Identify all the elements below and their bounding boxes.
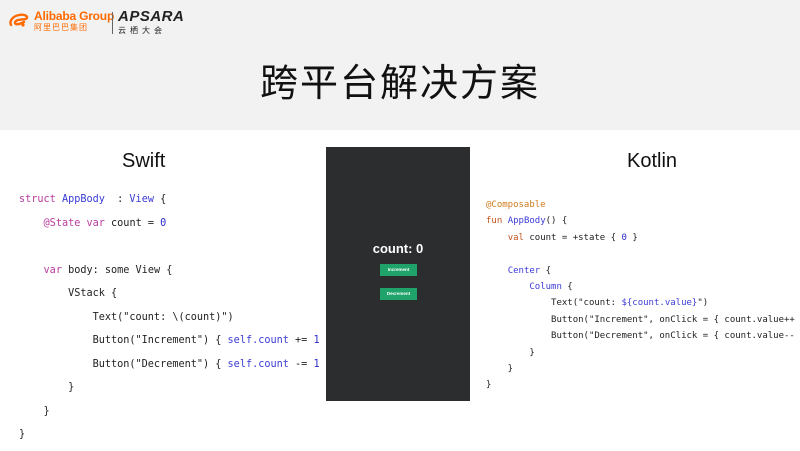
kotlin-heading: Kotlin — [627, 150, 678, 172]
kotlin-code-line: Button("Decrement", onClick = { count.va… — [486, 329, 800, 345]
swift-code-token: VStack { — [19, 288, 118, 299]
kotlin-code-token: AppBody — [507, 216, 546, 227]
kotlin-code-line: } — [486, 346, 800, 362]
kotlin-code-line: @Composable — [486, 198, 800, 214]
kotlin-code-token — [486, 233, 508, 243]
alibaba-logo-icon — [8, 10, 30, 32]
kotlin-code-token: () { — [545, 216, 568, 227]
kotlin-code-line: val count = +state { 0 } — [486, 231, 800, 247]
kotlin-code-line: Column { — [486, 280, 800, 296]
swift-code-line: @State var count = 0 — [19, 216, 332, 240]
kotlin-code-token: ${count.value} — [621, 298, 698, 309]
swift-code-token: self.count — [227, 358, 289, 370]
swift-code-line: Text("count: \(count)") — [19, 310, 332, 334]
swift-code-token: 1 — [313, 358, 320, 370]
kotlin-code-token: Button("Decrement", onClick = { count.va… — [486, 331, 800, 342]
kotlin-code-token: { — [561, 281, 573, 292]
swift-code-token — [19, 265, 44, 276]
kotlin-code-token: } — [486, 347, 535, 358]
swift-code-token: 1 — [313, 335, 320, 346]
kotlin-code-line: } — [486, 362, 800, 378]
swift-code-token: @State — [43, 217, 81, 229]
kotlin-code-token: Text("count: — [486, 298, 622, 309]
alibaba-group-logo: Alibaba Group 阿里巴巴集团 — [8, 10, 114, 32]
kotlin-code-token: 0 — [621, 232, 627, 243]
count-label: count: 0 — [372, 241, 424, 256]
swift-code-token: body: some View { — [61, 264, 173, 276]
kotlin-code-token: Button("Increment", onClick = { count.va… — [486, 314, 800, 325]
slide-header: Alibaba Group 阿里巴巴集团 APSARA 云栖大会 跨平台解决方案 — [0, 0, 800, 130]
kotlin-code-token: val — [507, 232, 524, 243]
swift-code-token: } — [19, 382, 75, 393]
swift-code-line: } — [19, 380, 332, 404]
swift-code-token: Button("Decrement") { — [19, 358, 228, 370]
decrement-button[interactable]: Decrement — [380, 288, 417, 300]
kotlin-code-line — [486, 247, 800, 263]
phone-preview: count: 0 Increment Decrement — [326, 147, 470, 401]
kotlin-code-token: ") — [697, 298, 709, 309]
swift-code-line: } — [19, 427, 332, 451]
swift-code-token: struct — [19, 194, 62, 205]
swift-code-token — [19, 218, 44, 229]
swift-code-line: struct AppBody : View { — [19, 192, 332, 216]
swift-code-token: View — [129, 194, 154, 205]
swift-code-line: VStack { — [19, 286, 332, 310]
kotlin-code-token: { — [540, 265, 552, 276]
swift-code-token: count = — [104, 217, 161, 229]
slide-title: 跨平台解决方案 — [259, 61, 540, 105]
kotlin-code-token: Column — [529, 281, 562, 292]
kotlin-code-token — [486, 282, 529, 292]
swift-code-token: Button("Increment") { — [19, 335, 228, 346]
kotlin-code-token: count = +state { — [523, 232, 622, 243]
kotlin-code-token: } — [626, 232, 638, 243]
swift-code-line: Button("Decrement") { self.count -= 1 } — [19, 357, 332, 381]
swift-code-line: } — [19, 404, 332, 428]
kotlin-code-block: @Composable fun AppBody() { val count = +… — [486, 198, 800, 395]
logo-divider — [112, 12, 113, 34]
kotlin-code-token: fun — [486, 216, 508, 227]
swift-code-line: var body: some View { — [19, 263, 332, 287]
kotlin-code-line: } — [486, 378, 800, 394]
kotlin-code-line: fun AppBody() { — [486, 214, 800, 230]
swift-code-token: } — [19, 405, 50, 417]
apsara-brand-cn-text: 云栖大会 — [118, 26, 166, 35]
swift-code-token: var — [43, 264, 62, 276]
swift-code-line — [19, 239, 332, 263]
swift-heading: Swift — [122, 150, 166, 172]
kotlin-code-token: } — [486, 363, 514, 374]
increment-button[interactable]: Increment — [380, 264, 417, 276]
swift-code-token: } — [19, 429, 26, 440]
kotlin-code-token: } — [486, 380, 492, 391]
swift-code-line: Button("Increment") { self.count += 1 } — [19, 333, 332, 357]
swift-code-token: Text("count: \(count)") — [19, 311, 234, 323]
swift-code-block: struct AppBody : View { @State var count… — [19, 192, 332, 451]
alibaba-brand-text: Alibaba Group — [34, 9, 115, 23]
swift-code-token: AppBody — [61, 194, 105, 205]
alibaba-brand-cn-text: 阿里巴巴集团 — [34, 23, 88, 32]
kotlin-code-line: Center { — [486, 264, 800, 280]
kotlin-code-line: Button("Increment", onClick = { count.va… — [486, 313, 800, 329]
swift-code-token: 0 — [160, 217, 167, 229]
apsara-logo: APSARA 云栖大会 — [118, 9, 184, 35]
apsara-brand-text: APSARA — [118, 8, 185, 25]
swift-code-token: self.count — [227, 335, 289, 346]
kotlin-code-line: Text("count: ${count.value}") — [486, 296, 800, 312]
swift-code-token: : — [104, 194, 130, 205]
swift-code-token: { — [153, 194, 167, 205]
kotlin-code-token: @Composable — [486, 200, 546, 210]
swift-code-token: var — [86, 217, 105, 229]
kotlin-code-token — [486, 266, 508, 276]
swift-code-token: += — [288, 335, 314, 346]
swift-code-token: -= — [288, 358, 314, 370]
kotlin-code-token: Center — [507, 265, 541, 276]
